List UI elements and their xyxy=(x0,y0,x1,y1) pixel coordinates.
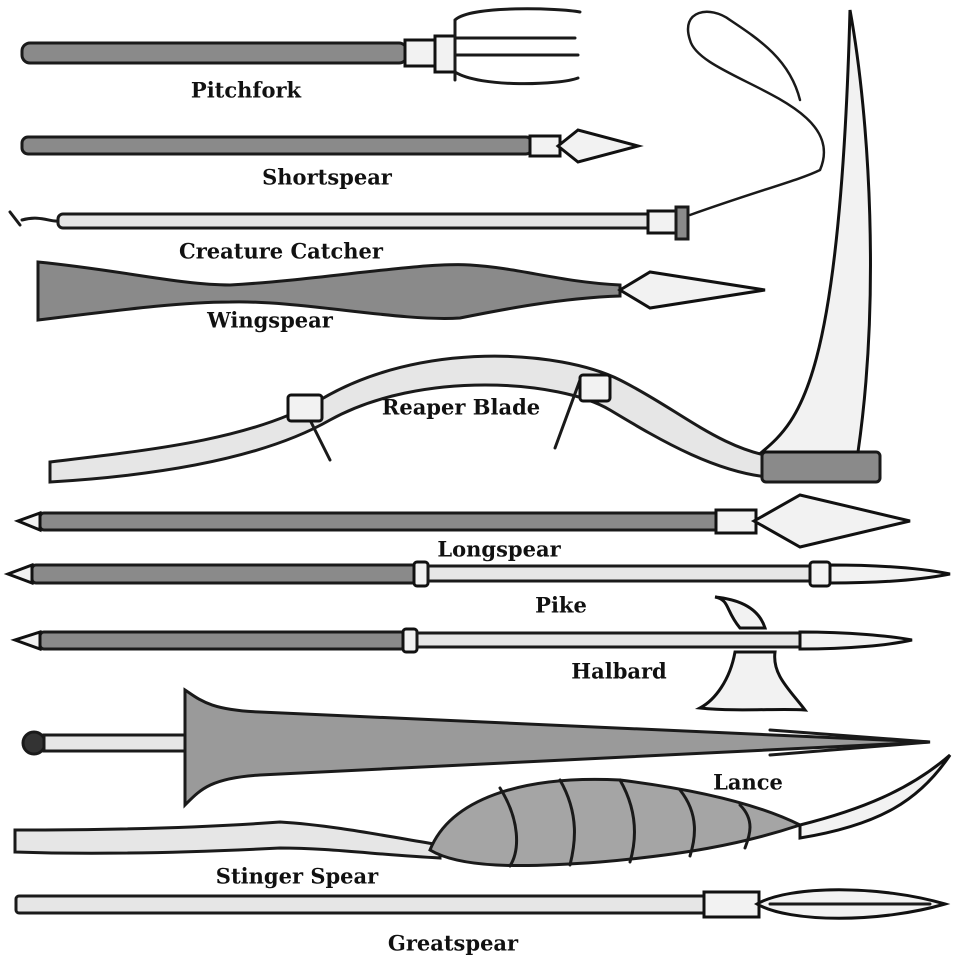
halbard-drawing xyxy=(10,595,913,712)
creature-catcher-drawing xyxy=(8,10,825,241)
stinger-spear-drawing xyxy=(13,753,952,868)
label-wingspear: Wingspear xyxy=(207,307,333,333)
label-shortspear: Shortspear xyxy=(262,164,392,190)
greatspear-drawing xyxy=(14,888,951,920)
label-pitchfork: Pitchfork xyxy=(190,77,302,103)
label-pike: Pike xyxy=(535,592,587,618)
label-reaper-blade: Reaper Blade xyxy=(381,394,541,420)
label-halbard: Halbard xyxy=(571,658,667,684)
reaper-blade-drawing xyxy=(48,9,882,484)
shortspear-drawing xyxy=(20,128,644,164)
label-stinger-spear: Stinger Spear xyxy=(215,863,379,889)
label-longspear: Longspear xyxy=(437,536,561,562)
label-greatspear: Greatspear xyxy=(387,930,519,956)
label-creature-catcher: Creature Catcher xyxy=(179,238,383,264)
longspear-drawing xyxy=(13,493,911,549)
label-lance: Lance xyxy=(713,769,783,795)
wingspear-drawing xyxy=(36,260,766,322)
pike-drawing xyxy=(3,560,951,588)
pitchfork-drawing xyxy=(20,7,582,86)
lance-drawing xyxy=(21,687,931,809)
